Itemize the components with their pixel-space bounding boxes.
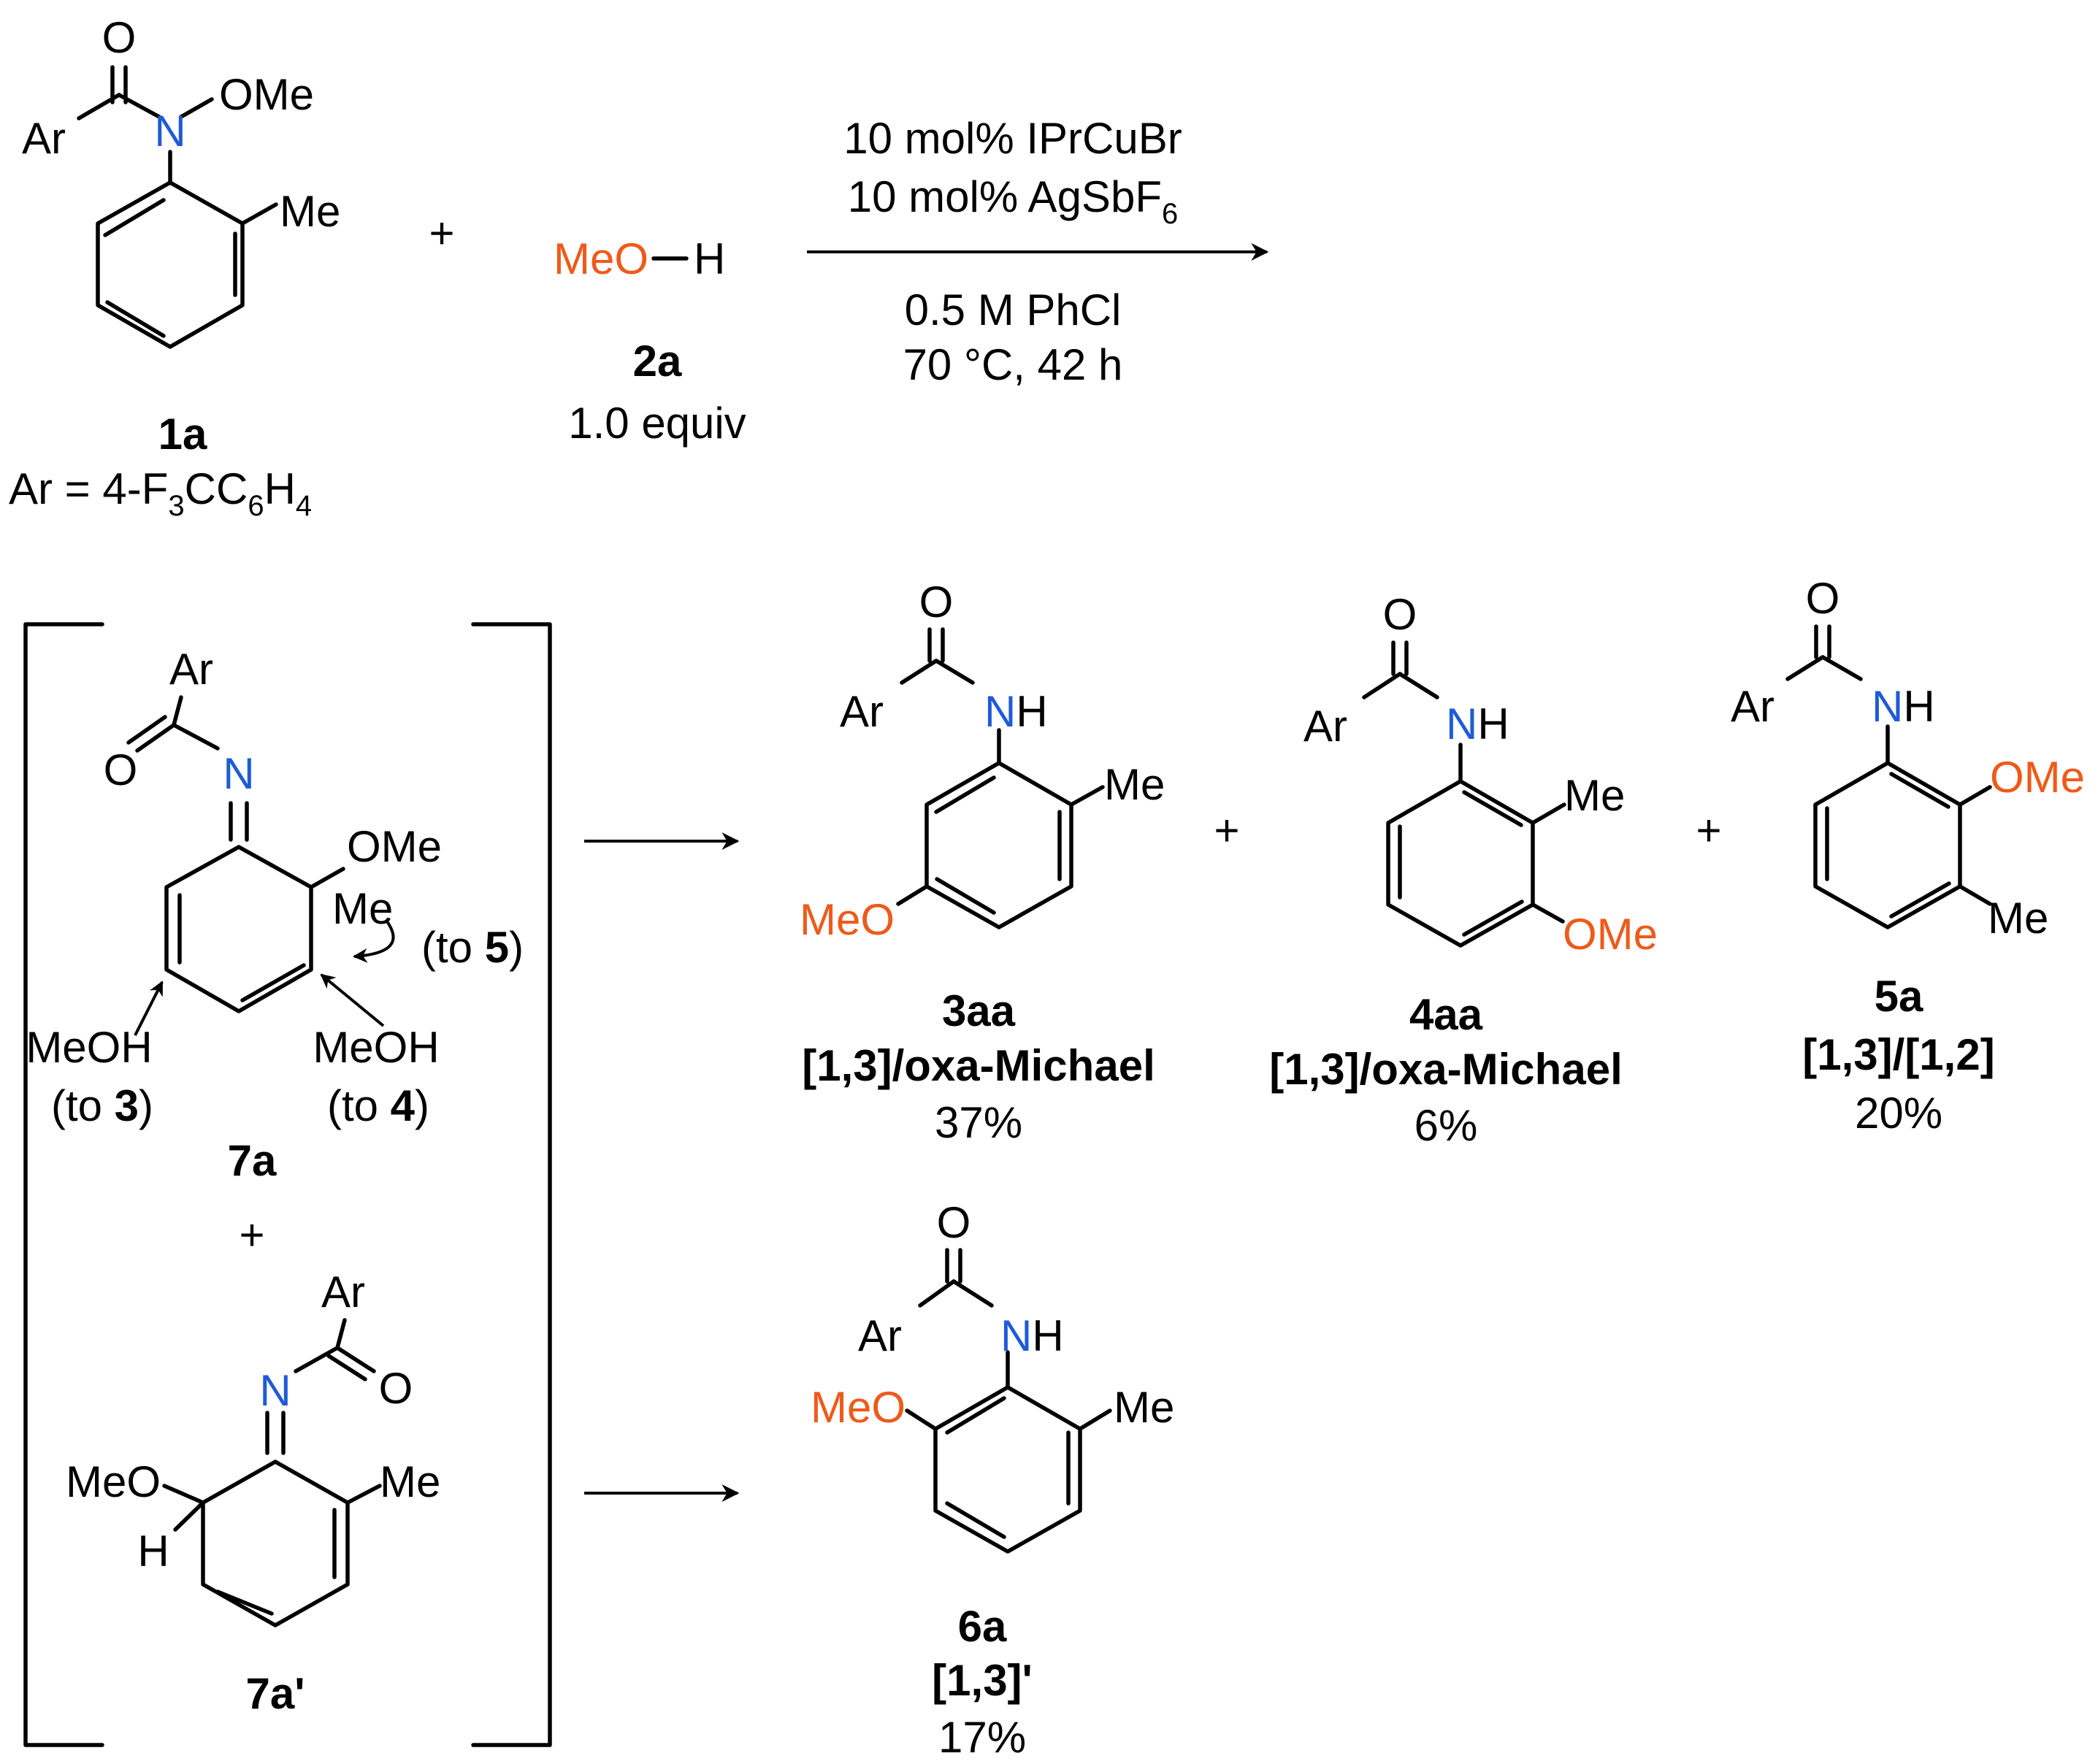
note-to-4: (to 4) <box>327 1081 429 1130</box>
ar-label: Ar <box>169 645 213 694</box>
methoxy-label: OMe <box>1563 910 1658 959</box>
compound-id-7a-prime: 7a' <box>245 1669 305 1718</box>
methyl-label: Me <box>1988 894 2048 943</box>
condition-catalyst: 10 mol% IPrCuBr <box>843 114 1182 163</box>
attack-arrow-right <box>320 973 385 1027</box>
methyl-label: Me <box>332 884 393 933</box>
ar-label: Ar <box>1303 702 1347 751</box>
right-bracket <box>471 622 552 1747</box>
methyl-label: Me <box>1114 1383 1174 1432</box>
curved-arrow-to-5 <box>353 920 395 963</box>
hydrogen-label: H <box>137 1527 169 1576</box>
intermediate-7a-bonds <box>126 695 345 1013</box>
product-4aa-bonds <box>1362 640 1566 948</box>
methoxy-label: OMe <box>347 822 442 871</box>
ar-label: Ar <box>858 1311 902 1360</box>
amide-nh-label: NH <box>1446 699 1509 748</box>
note-to-5: (to 5) <box>421 923 524 972</box>
ar-label: Ar <box>321 1268 365 1316</box>
methanol-h-label: H <box>694 234 725 283</box>
methanol-meo-label: MeO <box>554 234 648 283</box>
amide-nh-label: NH <box>1000 1311 1064 1360</box>
product-3aa: O Ar NH Me MeO 3aa [1,3]/oxa-Michael 37% <box>800 578 1165 1147</box>
product-6a: O Ar NH MeO Me 6a [1,3]' 17% <box>811 1198 1174 1762</box>
carbonyl-o-label: O <box>1806 574 1840 623</box>
nucleophile-2a: MeO H 2a 1.0 equiv <box>554 234 746 448</box>
equivalents-label: 1.0 equiv <box>568 399 746 448</box>
substrate-1a: O Ar N OMe Me 1a Ar = 4-F3CC6H4 <box>9 13 340 522</box>
compound-id-4aa: 4aa <box>1409 990 1483 1039</box>
carbonyl-o-label: O <box>1383 590 1417 639</box>
nitrogen-label: N <box>223 749 254 798</box>
product-5a: O Ar NH OMe Me 5a [1,3]/[1,2] 20% <box>1731 574 2085 1138</box>
product-5a-bonds <box>1785 624 1992 929</box>
methoxy-label: MeO <box>811 1383 906 1432</box>
reaction-conditions: 10 mol% IPrCuBr 10 mol% AgSbF6 0.5 M PhC… <box>807 114 1269 389</box>
attack-arrow-left <box>134 981 164 1036</box>
plus-sign-products-2: + <box>1696 806 1721 855</box>
ar-label: Ar <box>840 687 884 736</box>
plus-sign-reagents: + <box>429 209 454 258</box>
compound-id-2a: 2a <box>633 337 682 386</box>
ar-label: Ar <box>22 114 66 163</box>
yield-5a: 20% <box>1855 1089 1942 1138</box>
compound-id-5a: 5a <box>1875 972 1923 1021</box>
yield-3aa: 37% <box>935 1098 1022 1147</box>
methyl-label: Me <box>380 1457 440 1506</box>
substrate-1a-bonds <box>77 65 278 349</box>
condition-additive: 10 mol% AgSbF6 <box>848 172 1178 230</box>
ar-label: Ar <box>1731 682 1775 731</box>
compound-id-7a: 7a <box>228 1136 277 1185</box>
amide-nh-label: NH <box>984 687 1048 736</box>
yield-6a: 17% <box>938 1713 1026 1762</box>
methyl-label: Me <box>1564 771 1625 820</box>
intermediate-7a-prime-bonds <box>162 1318 382 1627</box>
note-to-3: (to 3) <box>51 1081 153 1130</box>
pathway-label-6a: [1,3]' <box>932 1656 1033 1705</box>
pathway-label-5a: [1,3]/[1,2] <box>1802 1030 1994 1079</box>
nitrogen-label: N <box>154 107 185 156</box>
ar-definition: Ar = 4-F3CC6H4 <box>9 464 312 522</box>
carbonyl-o-label: O <box>937 1198 971 1247</box>
product-3aa-bonds <box>896 627 1105 929</box>
compound-id-3aa: 3aa <box>942 986 1016 1035</box>
pathway-label-4aa: [1,3]/oxa-Michael <box>1269 1045 1623 1094</box>
methoxy-label: MeO <box>800 895 895 944</box>
plus-sign-intermediates: + <box>239 1211 264 1259</box>
product-4aa: O Ar NH Me OMe 4aa [1,3]/oxa-Michael 6% <box>1269 590 1658 1150</box>
pathway-label-3aa: [1,3]/oxa-Michael <box>802 1041 1155 1090</box>
carbonyl-o-label: O <box>102 13 137 62</box>
plus-sign-products-1: + <box>1214 806 1239 855</box>
amide-nh-label: NH <box>1872 682 1935 731</box>
carbonyl-o-label: O <box>919 578 954 626</box>
condition-solvent: 0.5 M PhCl <box>905 285 1122 334</box>
compound-id-1a: 1a <box>158 410 207 459</box>
methyl-label: Me <box>280 187 340 236</box>
intermediate-7a-prime: Ar N O MeO H Me 7a' <box>66 1268 440 1718</box>
methoxy-label: MeO <box>66 1457 161 1506</box>
oxygen-label: O <box>104 745 138 794</box>
compound-id-6a: 6a <box>958 1602 1007 1651</box>
methanol-right-label: MeOH <box>313 1023 439 1072</box>
left-bracket <box>23 622 104 1747</box>
condition-temperature-time: 70 °C, 42 h <box>903 340 1123 389</box>
nitrogen-label: N <box>259 1366 291 1415</box>
oxygen-label: O <box>379 1364 413 1413</box>
methanol-left-label: MeOH <box>26 1023 152 1072</box>
n-methoxy-label: OMe <box>219 70 314 119</box>
intermediate-7a: Ar O N OMe Me (to 5) MeOH (to 3) MeOH (t… <box>26 645 524 1185</box>
methyl-label: Me <box>1104 760 1165 809</box>
methoxy-label: OMe <box>1990 753 2085 802</box>
product-6a-bonds <box>905 1248 1112 1554</box>
yield-4aa: 6% <box>1414 1101 1478 1150</box>
